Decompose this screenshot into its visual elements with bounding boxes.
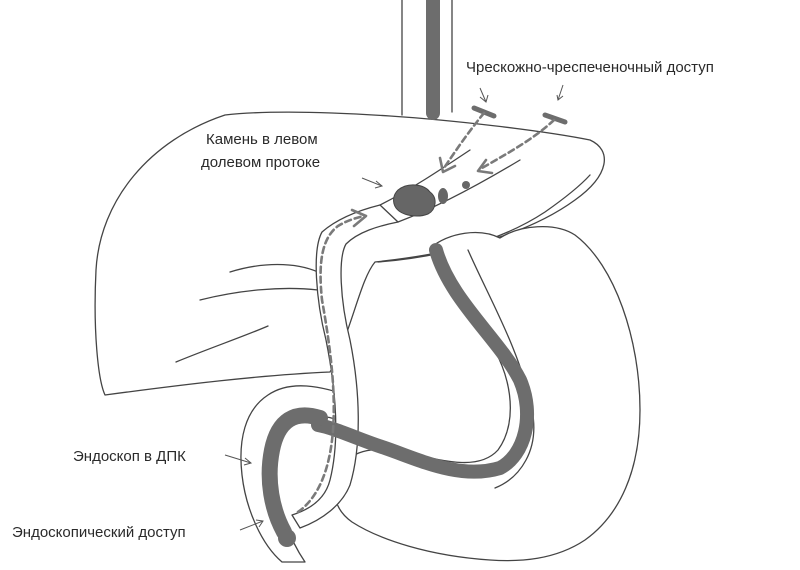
percutaneous-pointer-right: [557, 84, 564, 101]
left-hepatic-duct: [397, 159, 521, 223]
duodenoscope: [261, 407, 328, 540]
stone: [393, 184, 436, 217]
endoscopic-access-pointer: [239, 520, 264, 531]
endoscopic-access-path: [296, 214, 366, 514]
gastroscope-in-stomach: [311, 243, 534, 479]
label-endoscope-duodenum: Эндоскоп в ДПК: [73, 448, 186, 465]
liver-fissure-line: [229, 263, 319, 273]
liver-fissure-line-3: [175, 325, 269, 363]
stomach-outline: [333, 226, 641, 562]
endoscope-pointer-head: [243, 457, 253, 466]
common-bile-duct: [291, 204, 399, 529]
stone-fragment: [438, 188, 448, 204]
percutaneous-path-1: [442, 111, 486, 170]
percutaneous-pointer-left-head: [479, 94, 489, 103]
duodenoscope-tip: [278, 529, 296, 547]
stone-pointer-head: [374, 180, 384, 189]
liver-outline: [94, 111, 605, 396]
endoscopic-access-pointer-head: [255, 519, 264, 528]
percutaneous-pointer-right-head: [556, 94, 564, 101]
percutaneous-pointer-left: [479, 87, 487, 103]
stone-fragment-small: [462, 181, 470, 189]
left-hepatic-duct-lower: [379, 149, 471, 206]
needle-guide-2: [542, 112, 568, 125]
label-percutaneous-access: Чрескожно-чреспеченочный доступ: [466, 59, 714, 76]
liver-inner-edge: [377, 174, 591, 263]
liver-fissure-line-2: [199, 287, 319, 301]
label-endoscopic-access: Эндоскопический доступ: [12, 524, 186, 541]
percutaneous-arrowhead-1: [438, 156, 457, 174]
endoscopic-arrowhead: [350, 208, 368, 228]
stone-pointer: [361, 177, 383, 187]
label-stone-line2: долевом протоке: [201, 154, 320, 171]
endoscope-pointer: [224, 454, 252, 464]
label-stone-line1: Камень в левом: [206, 131, 318, 148]
percutaneous-path-2: [480, 118, 556, 170]
percutaneous-arrowhead-2: [476, 158, 494, 175]
